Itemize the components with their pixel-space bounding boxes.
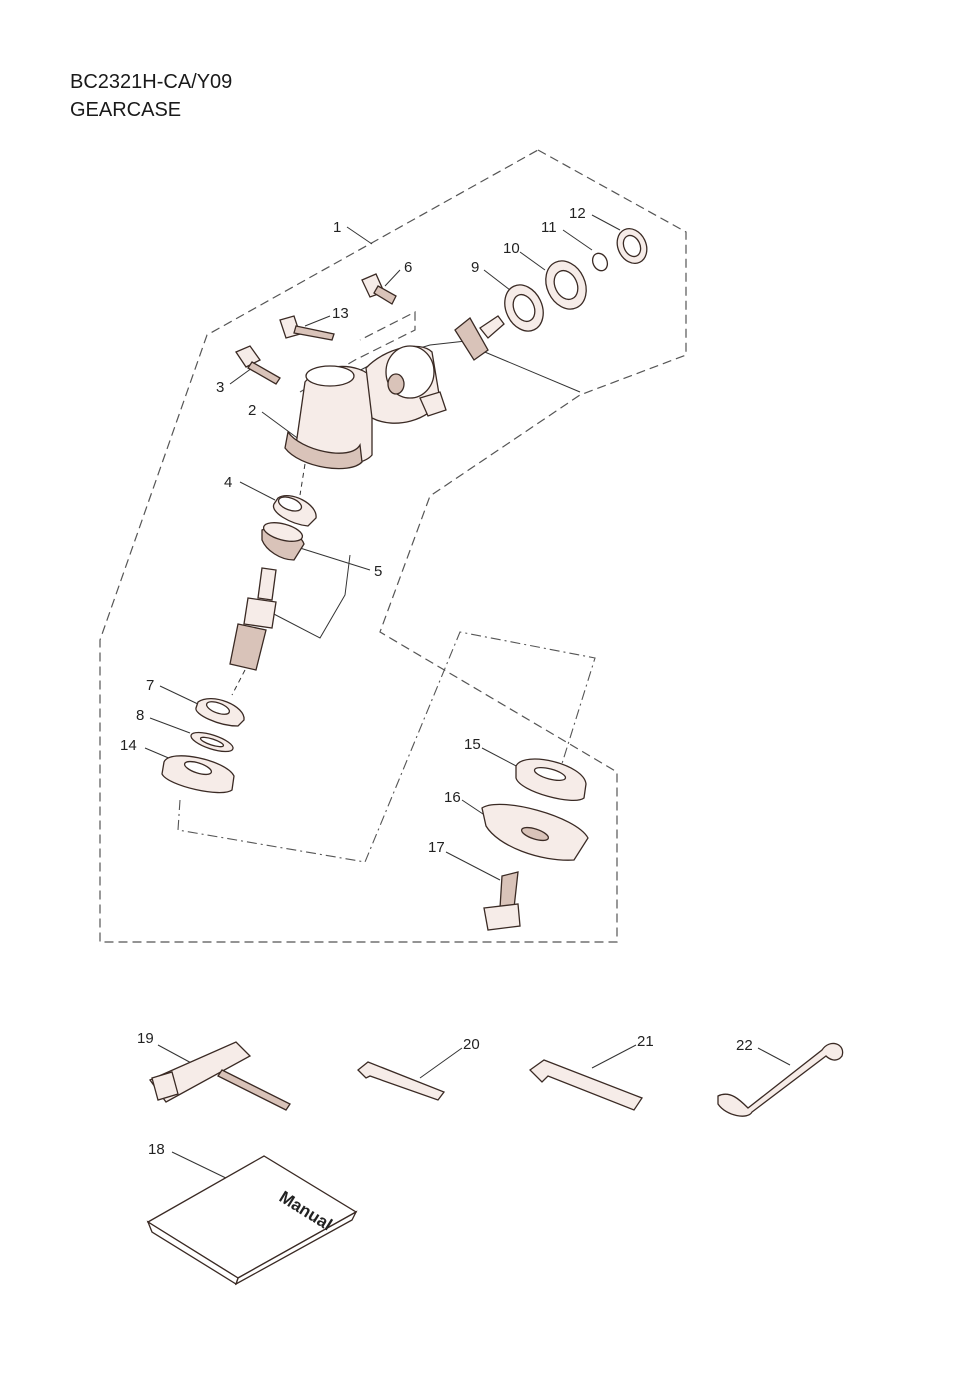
callout-22: 22 [736, 1037, 753, 1054]
callout-3: 3 [216, 379, 224, 396]
bevel-gear [261, 522, 305, 561]
callout-1: 1 [333, 219, 341, 236]
callout-7: 7 [146, 677, 154, 694]
spindle-shaft [229, 567, 277, 671]
callout-15: 15 [464, 736, 481, 753]
pinion-gear [454, 315, 505, 361]
spindle-group-outline [177, 631, 596, 863]
page-header: BC2321H-CA/Y09 GEARCASE [70, 68, 232, 124]
callout-4: 4 [224, 474, 232, 491]
callout-20: 20 [463, 1036, 480, 1053]
callout-labels: 1 2 3 4 5 6 7 8 9 10 11 12 13 14 15 16 1… [120, 205, 753, 1158]
assembly-boundary-outline [99, 149, 687, 943]
bearing-10 [545, 260, 587, 310]
callout-12: 12 [569, 205, 586, 222]
callout-17: 17 [428, 839, 445, 856]
spanner-22 [717, 1042, 844, 1117]
callout-21: 21 [637, 1033, 654, 1050]
callout-16: 16 [444, 789, 461, 806]
callout-19: 19 [137, 1030, 154, 1047]
callout-13: 13 [332, 305, 349, 322]
bolt-17 [483, 871, 521, 931]
model-number: BC2321H-CA/Y09 [70, 71, 233, 93]
bolt-13 [279, 315, 335, 341]
bolt-6 [361, 273, 397, 305]
gear-case-housing [284, 345, 447, 470]
manual-booklet-18: Manual [146, 1155, 358, 1286]
washer-15 [515, 758, 587, 801]
bolt-3 [235, 345, 281, 385]
callout-18: 18 [148, 1141, 165, 1158]
circlip-12 [616, 227, 648, 265]
bearing-7 [195, 697, 245, 727]
callout-9: 9 [471, 259, 479, 276]
hex-key-20 [357, 1061, 446, 1101]
ring-11 [591, 252, 609, 272]
hex-key-21 [528, 1059, 643, 1111]
holder-14 [161, 755, 235, 794]
callout-2: 2 [248, 402, 256, 419]
callout-10: 10 [503, 240, 520, 257]
leader-lines [144, 214, 791, 1181]
washer-8 [190, 731, 234, 753]
callout-14: 14 [120, 737, 137, 754]
cover-16 [481, 803, 589, 861]
bearing-4 [272, 495, 317, 527]
section-title: GEARCASE [70, 99, 182, 121]
callout-6: 6 [404, 259, 412, 276]
bearing-9 [504, 284, 544, 332]
callout-11: 11 [541, 219, 557, 236]
plug-wrench-19 [149, 1041, 291, 1111]
callout-5: 5 [374, 563, 382, 580]
callout-8: 8 [136, 707, 144, 724]
